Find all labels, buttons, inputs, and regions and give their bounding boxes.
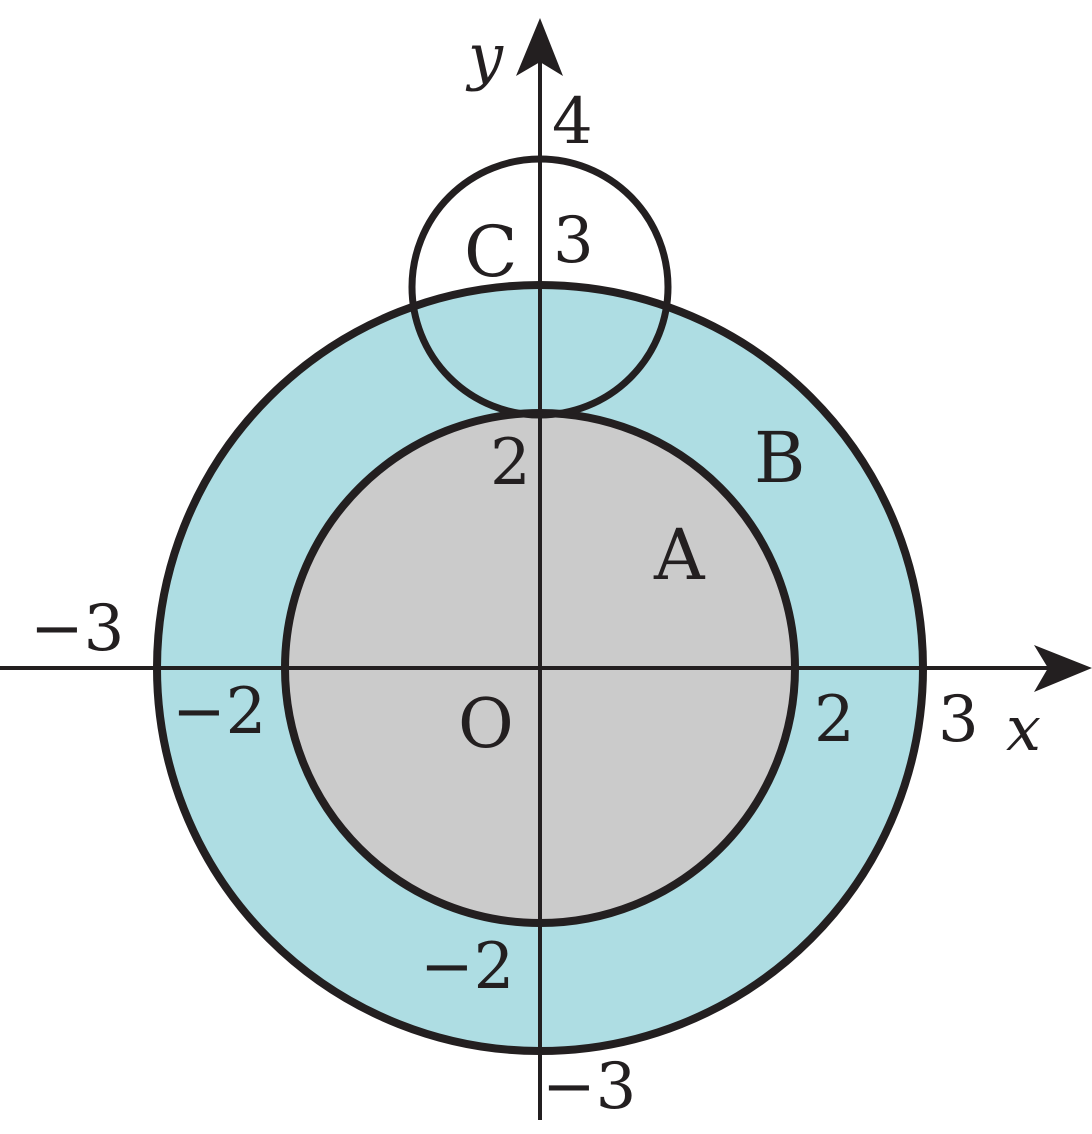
x-axis-name: x xyxy=(1006,692,1041,765)
y-tick-minus-3: −3 xyxy=(542,1050,636,1124)
region-a-label: A xyxy=(653,514,706,596)
x-tick-2: 2 xyxy=(814,683,855,757)
y-tick-4: 4 xyxy=(552,85,593,159)
region-b-label: B xyxy=(754,417,805,499)
y-tick-3: 3 xyxy=(553,204,594,278)
x-tick-minus-3: −3 xyxy=(30,592,124,666)
y-axis-arrowhead xyxy=(516,18,563,76)
x-tick-3: 3 xyxy=(938,683,979,757)
circle-c-outline xyxy=(408,155,672,419)
x-tick-minus-2: −2 xyxy=(172,675,266,749)
circle-b-outline xyxy=(153,281,927,1055)
y-tick-2: 2 xyxy=(490,426,531,500)
y-axis-name: y xyxy=(465,20,504,93)
y-tick-minus-2: −2 xyxy=(420,930,514,1004)
region-c-label: C xyxy=(464,211,518,293)
origin-label: O xyxy=(458,685,514,764)
x-axis-arrowhead xyxy=(1034,645,1092,692)
